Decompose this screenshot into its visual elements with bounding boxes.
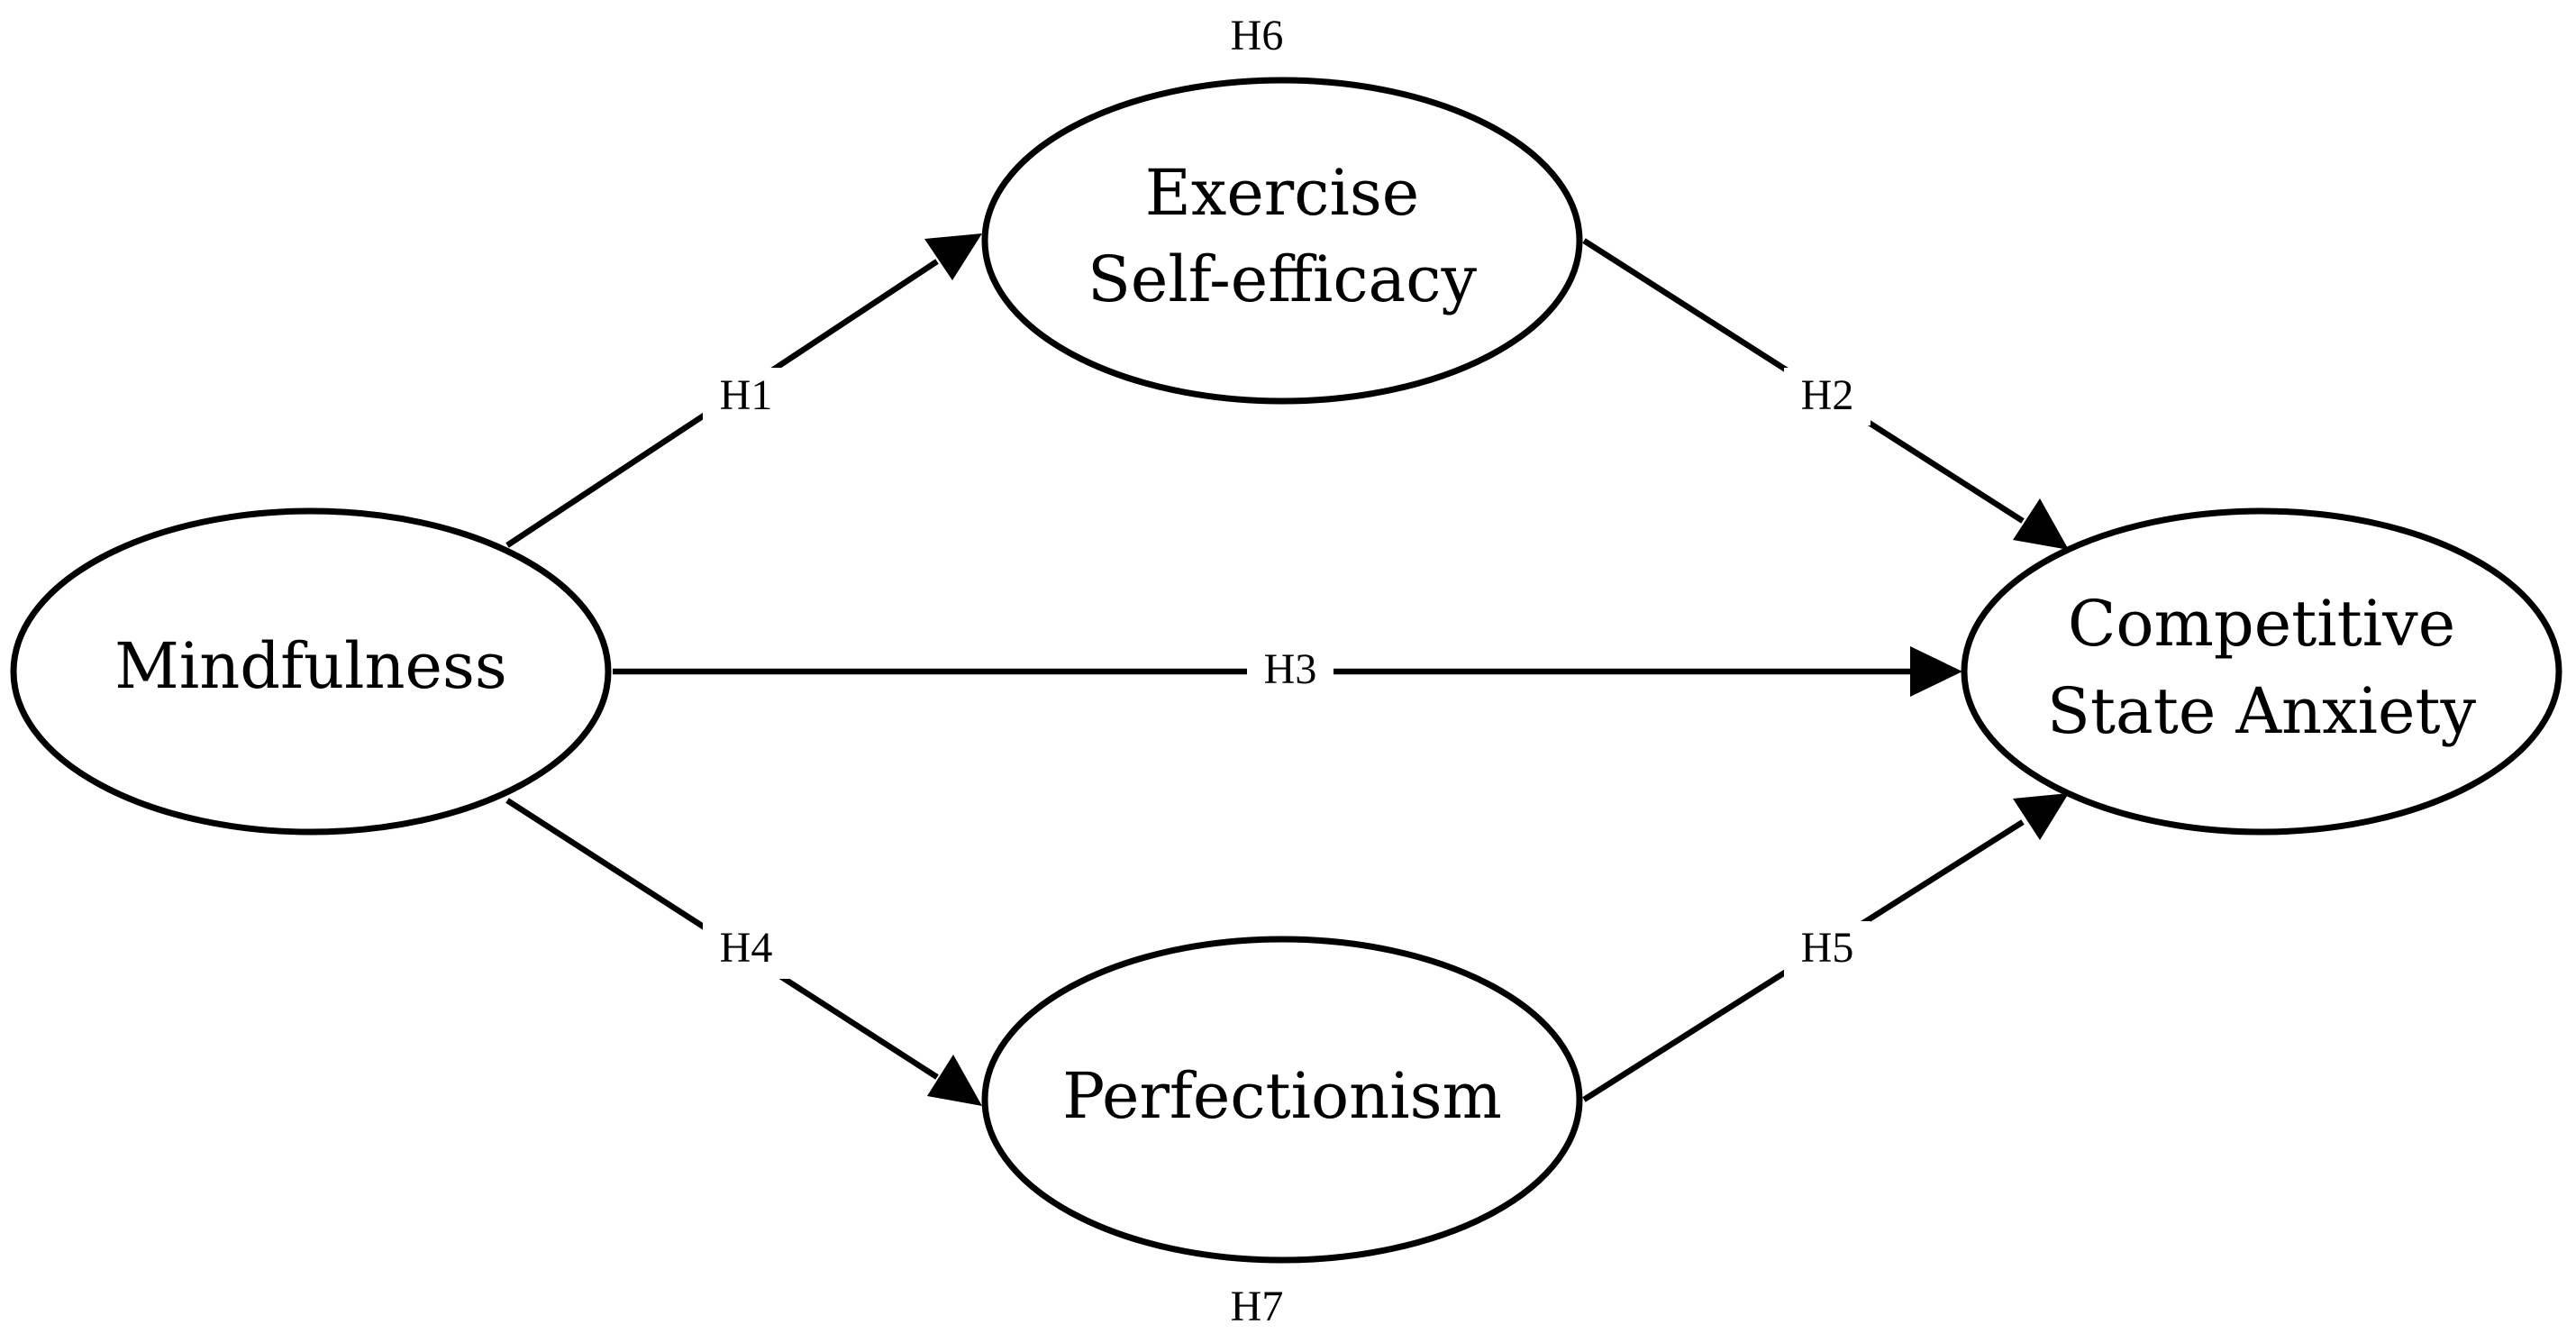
node-competitive-state-anxiety: Competitive State Anxiety xyxy=(1961,507,2562,836)
node-mindfulness-ellipse xyxy=(10,507,612,836)
node-mindfulness-label: Mindfulness xyxy=(114,629,507,703)
node-competitive-state-anxiety-label-line-1: Competitive xyxy=(2068,587,2455,661)
node-exercise-self-efficacy-label-line-1: Exercise xyxy=(1145,156,1419,230)
mediation-h6-label: H6 xyxy=(1231,12,1284,59)
edge-h3-arrowhead xyxy=(1910,646,1962,697)
edge-h2-label: H2 xyxy=(1801,371,1854,419)
edge-h4-label: H4 xyxy=(720,924,773,972)
edge-h3-label: H3 xyxy=(1264,645,1317,693)
edge-h5-label: H5 xyxy=(1801,924,1854,972)
edge-h4-arrowhead xyxy=(927,1055,982,1106)
node-exercise-self-efficacy: Exercise Self-efficacy xyxy=(981,77,1583,405)
node-perfectionism: Perfectionism xyxy=(981,936,1583,1264)
node-competitive-state-anxiety-label-line-2: State Anxiety xyxy=(2047,674,2477,748)
node-perfectionism-ellipse xyxy=(981,936,1583,1264)
node-mindfulness: Mindfulness xyxy=(10,507,612,836)
node-perfectionism-label: Perfectionism xyxy=(1062,1059,1502,1133)
node-exercise-self-efficacy-ellipse xyxy=(981,77,1583,405)
edge-h1-arrowhead xyxy=(924,233,982,280)
edge-h1-label: H1 xyxy=(720,371,773,419)
node-exercise-self-efficacy-label-line-2: Self-efficacy xyxy=(1088,242,1478,316)
edge-h5-arrowhead xyxy=(2013,793,2069,840)
mediation-h7-label: H7 xyxy=(1231,1283,1284,1330)
edge-h2-arrowhead xyxy=(2013,498,2069,550)
node-competitive-state-anxiety-ellipse xyxy=(1961,507,2562,836)
